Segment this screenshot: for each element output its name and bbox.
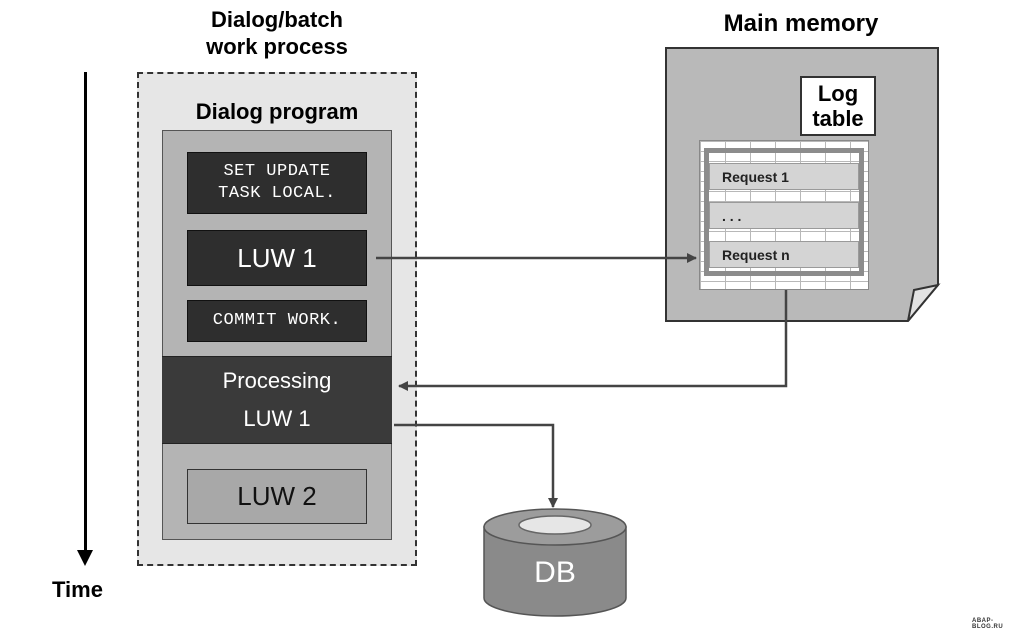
log-label-line1: Log (817, 81, 859, 106)
log-request-row: . . . (709, 202, 859, 229)
log-to-processing-arrow (398, 290, 788, 391)
processing-label: Processing (222, 368, 332, 393)
log-request-row: Request 1 (709, 163, 859, 190)
time-label: Time (52, 577, 103, 602)
db-cylinder (483, 508, 627, 617)
time-axis (84, 72, 87, 554)
set-update-task-local-box: SET UPDATE TASK LOCAL. (187, 152, 367, 214)
log-table-frame (704, 148, 864, 276)
commit-work-box: COMMIT WORK. (187, 300, 367, 342)
main-memory-title: Main memory (723, 10, 879, 37)
processing-luw1-box: Processing LUW 1 (162, 356, 392, 444)
log-request-row: Request n (709, 241, 859, 268)
sheet-fold-icon (907, 283, 941, 322)
db-label: DB (534, 556, 576, 589)
luw2-box: LUW 2 (187, 469, 367, 524)
work-process-title: Dialog/batch work process (137, 6, 417, 60)
luw1-box: LUW 1 (187, 230, 367, 286)
watermark: ABAP-BLOG.RU (972, 618, 1004, 630)
processing-to-db-arrow (394, 423, 558, 508)
log-table-label: Log table (800, 76, 876, 136)
time-arrow-icon (77, 550, 93, 566)
work-process-title-line1: Dialog/batch (210, 7, 343, 32)
processing-luw-label: LUW 1 (243, 406, 311, 431)
work-process-title-line2: work process (206, 34, 348, 59)
log-label-line2: table (812, 106, 864, 131)
dialog-program-label: Dialog program (195, 99, 359, 124)
